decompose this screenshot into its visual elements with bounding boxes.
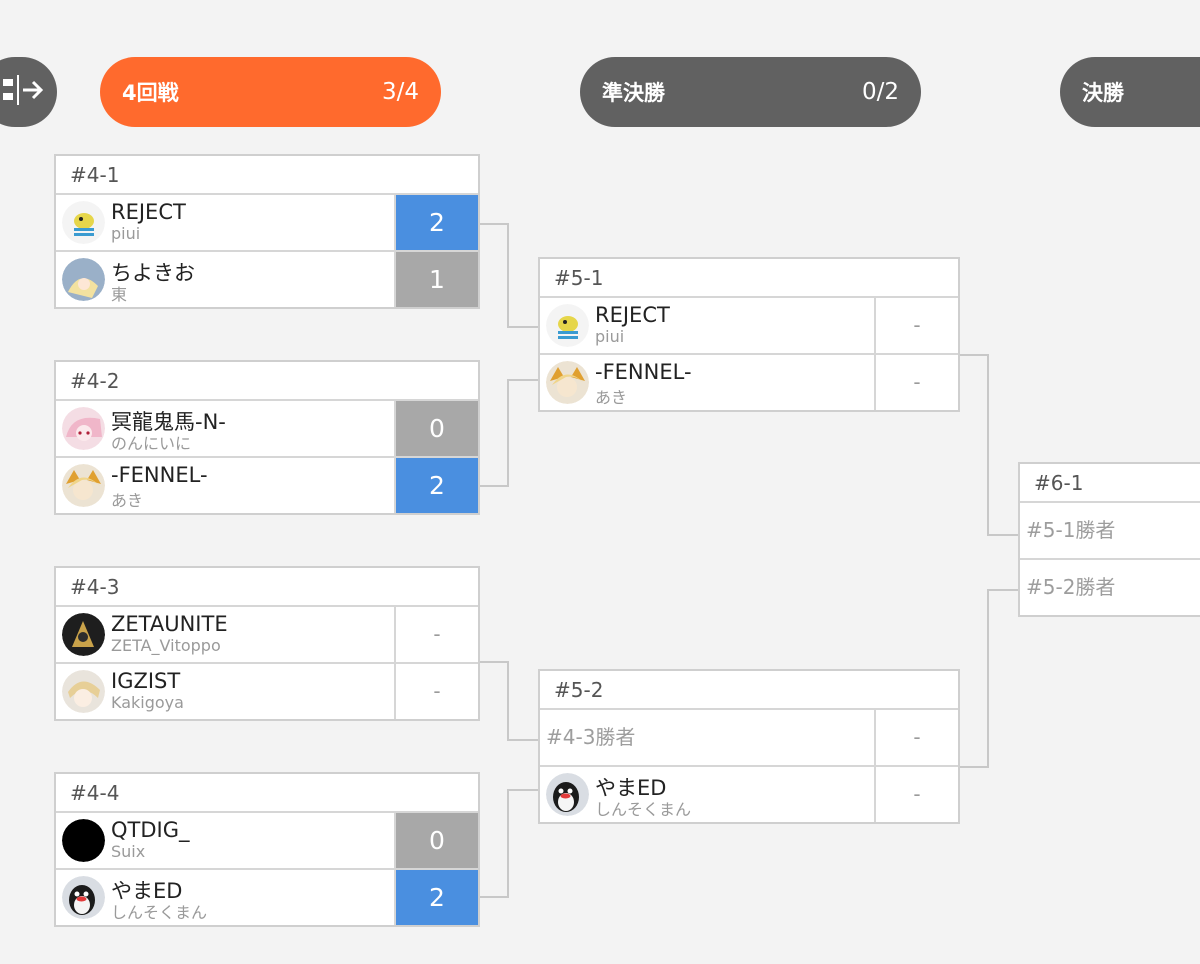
match-card-4-2[interactable]: #4-2 冥龍鬼馬-N- のんにいに 0 -FENNEL- あき 2 xyxy=(54,360,480,515)
score-cell: 0 xyxy=(394,813,478,868)
player-row[interactable]: やまED しんそくまん 2 xyxy=(56,870,478,925)
match-id: #5-1 xyxy=(540,259,958,298)
connector-43-52 xyxy=(480,661,539,741)
match-card-4-3[interactable]: #4-3 ZETAUNITE ZETA_Vitoppo - IGZIST Kak… xyxy=(54,566,480,721)
player-row[interactable]: QTDIG_ Suix 0 xyxy=(56,813,478,870)
score-cell: - xyxy=(394,607,478,662)
player-row[interactable]: REJECT piui - xyxy=(540,298,958,355)
player-name: -FENNEL- xyxy=(111,463,208,487)
player-name: やまED xyxy=(111,879,183,903)
player-row[interactable]: #5-2勝者 xyxy=(1020,560,1200,615)
player-account: piui xyxy=(111,224,141,243)
player-row[interactable]: -FENNEL- あき 2 xyxy=(56,458,478,513)
match-card-6-1[interactable]: #6-1 #5-1勝者 #5-2勝者 xyxy=(1018,462,1200,617)
player-account: ZETA_Vitoppo xyxy=(111,636,221,655)
round-count: 3/4 xyxy=(381,79,419,105)
player-account: しんそくまん xyxy=(111,903,208,922)
score-cell: - xyxy=(394,664,478,719)
score-cell: - xyxy=(874,710,958,765)
avatar-boy xyxy=(62,670,105,713)
score-cell: - xyxy=(874,767,958,822)
avatar-fox xyxy=(62,464,105,507)
tab-final[interactable]: 決勝 xyxy=(1060,57,1200,127)
avatar-blonde xyxy=(62,258,105,301)
player-name: -FENNEL- xyxy=(595,360,692,384)
connector-42-51 xyxy=(480,379,539,487)
round-label: 準決勝 xyxy=(602,81,665,105)
connector-41-51 xyxy=(480,223,539,328)
avatar-dark xyxy=(62,613,105,656)
exit-sidebar-button[interactable] xyxy=(0,57,57,127)
match-id: #4-1 xyxy=(56,156,478,195)
match-id: #4-2 xyxy=(56,362,478,401)
player-row[interactable]: #4-3勝者 - xyxy=(540,710,958,767)
avatar-bird xyxy=(546,304,589,347)
score-cell: - xyxy=(874,298,958,353)
player-name: REJECT xyxy=(111,200,186,224)
player-account: piui xyxy=(595,327,625,346)
match-id: #4-3 xyxy=(56,568,478,607)
match-id: #4-4 xyxy=(56,774,478,813)
player-row[interactable]: やまED しんそくまん - xyxy=(540,767,958,822)
player-name: QTDIG_ xyxy=(111,818,190,842)
connector-51-61 xyxy=(960,354,1019,536)
player-name: やまED xyxy=(595,776,667,800)
avatar-penguin xyxy=(546,773,589,816)
player-account: しんそくまん xyxy=(595,800,692,819)
score-cell: 0 xyxy=(394,401,478,456)
player-name: IGZIST xyxy=(111,669,181,693)
score-cell: 2 xyxy=(394,195,478,250)
player-account: のんにいに xyxy=(111,434,192,453)
match-card-4-4[interactable]: #4-4 QTDIG_ Suix 0 やまED しんそくまん 2 xyxy=(54,772,480,927)
player-name: ちよきお xyxy=(111,261,195,285)
player-account: あき xyxy=(595,388,628,407)
player-row[interactable]: 冥龍鬼馬-N- のんにいに 0 xyxy=(56,401,478,458)
player-name: REJECT xyxy=(595,303,670,327)
score-cell: - xyxy=(874,355,958,410)
player-row[interactable]: ちよきお 東 1 xyxy=(56,252,478,307)
match-card-5-2[interactable]: #5-2 #4-3勝者 - やまED しんそくまん - xyxy=(538,669,960,824)
tab-semifinal[interactable]: 準決勝 0/2 xyxy=(580,57,921,127)
avatar-penguin xyxy=(62,876,105,919)
winner-placeholder: #4-3勝者 xyxy=(546,725,636,749)
tab-round-4[interactable]: 4回戦 3/4 xyxy=(100,57,441,127)
round-count: 0/2 xyxy=(861,79,899,105)
round-label: 決勝 xyxy=(1082,81,1124,105)
avatar-pink xyxy=(62,407,105,450)
player-row[interactable]: ZETAUNITE ZETA_Vitoppo - xyxy=(56,607,478,664)
player-account: あき xyxy=(111,491,144,510)
winner-placeholder: #5-1勝者 xyxy=(1026,518,1116,542)
score-cell: 2 xyxy=(394,870,478,925)
match-id: #6-1 xyxy=(1020,464,1200,503)
avatar-bird xyxy=(62,201,105,244)
match-card-4-1[interactable]: #4-1 REJECT piui 2 ちよきお 東 1 xyxy=(54,154,480,309)
match-id: #5-2 xyxy=(540,671,958,710)
round-label: 4回戦 xyxy=(122,81,179,105)
player-name: 冥龍鬼馬-N- xyxy=(111,410,226,434)
exit-sidebar-icon xyxy=(3,73,45,111)
player-name: ZETAUNITE xyxy=(111,612,228,636)
connector-44-52 xyxy=(480,789,539,898)
score-cell: 1 xyxy=(394,252,478,307)
player-account: 東 xyxy=(111,285,128,304)
player-account: Kakigoya xyxy=(111,693,184,712)
player-row[interactable]: REJECT piui 2 xyxy=(56,195,478,252)
score-cell: 2 xyxy=(394,458,478,513)
player-row[interactable]: -FENNEL- あき - xyxy=(540,355,958,410)
avatar-black xyxy=(62,819,105,862)
player-account: Suix xyxy=(111,842,146,861)
player-row[interactable]: #5-1勝者 xyxy=(1020,503,1200,560)
avatar-fox xyxy=(546,361,589,404)
player-row[interactable]: IGZIST Kakigoya - xyxy=(56,664,478,719)
connector-52-61 xyxy=(960,589,1019,768)
match-card-5-1[interactable]: #5-1 REJECT piui - -FENNEL- あき - xyxy=(538,257,960,412)
winner-placeholder: #5-2勝者 xyxy=(1026,575,1116,599)
